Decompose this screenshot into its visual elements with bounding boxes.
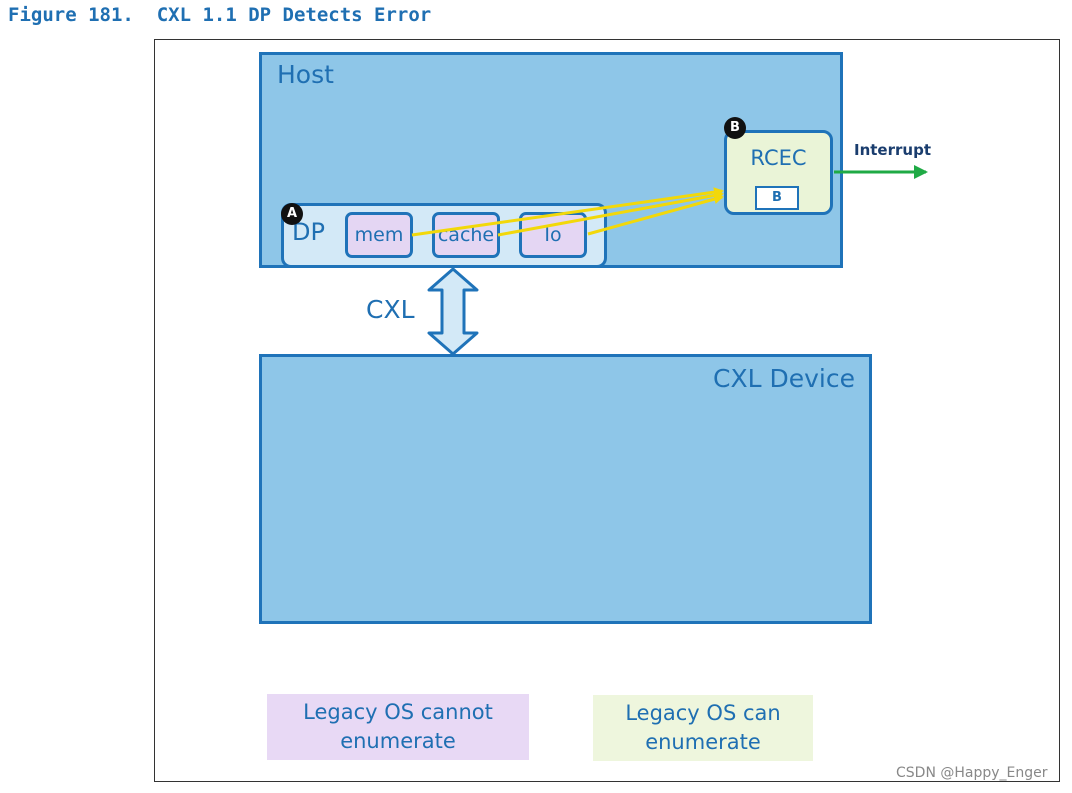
mem-chip: mem <box>345 212 413 258</box>
cxl-link-arrow <box>427 267 479 356</box>
rcec-label: RCEC <box>750 146 807 170</box>
error-arrow-io <box>587 194 724 236</box>
figure-title: Figure 181. CXL 1.1 DP Detects Error <box>8 4 432 26</box>
rcec-inner-b: B <box>755 186 799 210</box>
cxl-device-box <box>259 354 872 624</box>
legend-cannot-enumerate-text: Legacy OS cannot enumerate <box>303 700 493 753</box>
figure-frame <box>154 39 1060 782</box>
legend-cannot-enumerate: Legacy OS cannot enumerate <box>267 694 529 760</box>
legend-can-enumerate: Legacy OS can enumerate <box>593 695 813 761</box>
cxl-device-label: CXL Device <box>713 364 855 393</box>
cache-chip: cache <box>432 212 500 258</box>
interrupt-label: Interrupt <box>854 141 931 159</box>
watermark: CSDN @Happy_Enger <box>896 765 1048 781</box>
error-arrow-cache <box>497 190 724 237</box>
error-arrow-mem <box>411 187 724 237</box>
badge-a: A <box>281 203 303 225</box>
cxl-link-label: CXL <box>366 295 415 324</box>
legend-can-enumerate-text: Legacy OS can enumerate <box>625 701 781 754</box>
badge-b: B <box>724 117 746 139</box>
host-label: Host <box>277 60 334 89</box>
